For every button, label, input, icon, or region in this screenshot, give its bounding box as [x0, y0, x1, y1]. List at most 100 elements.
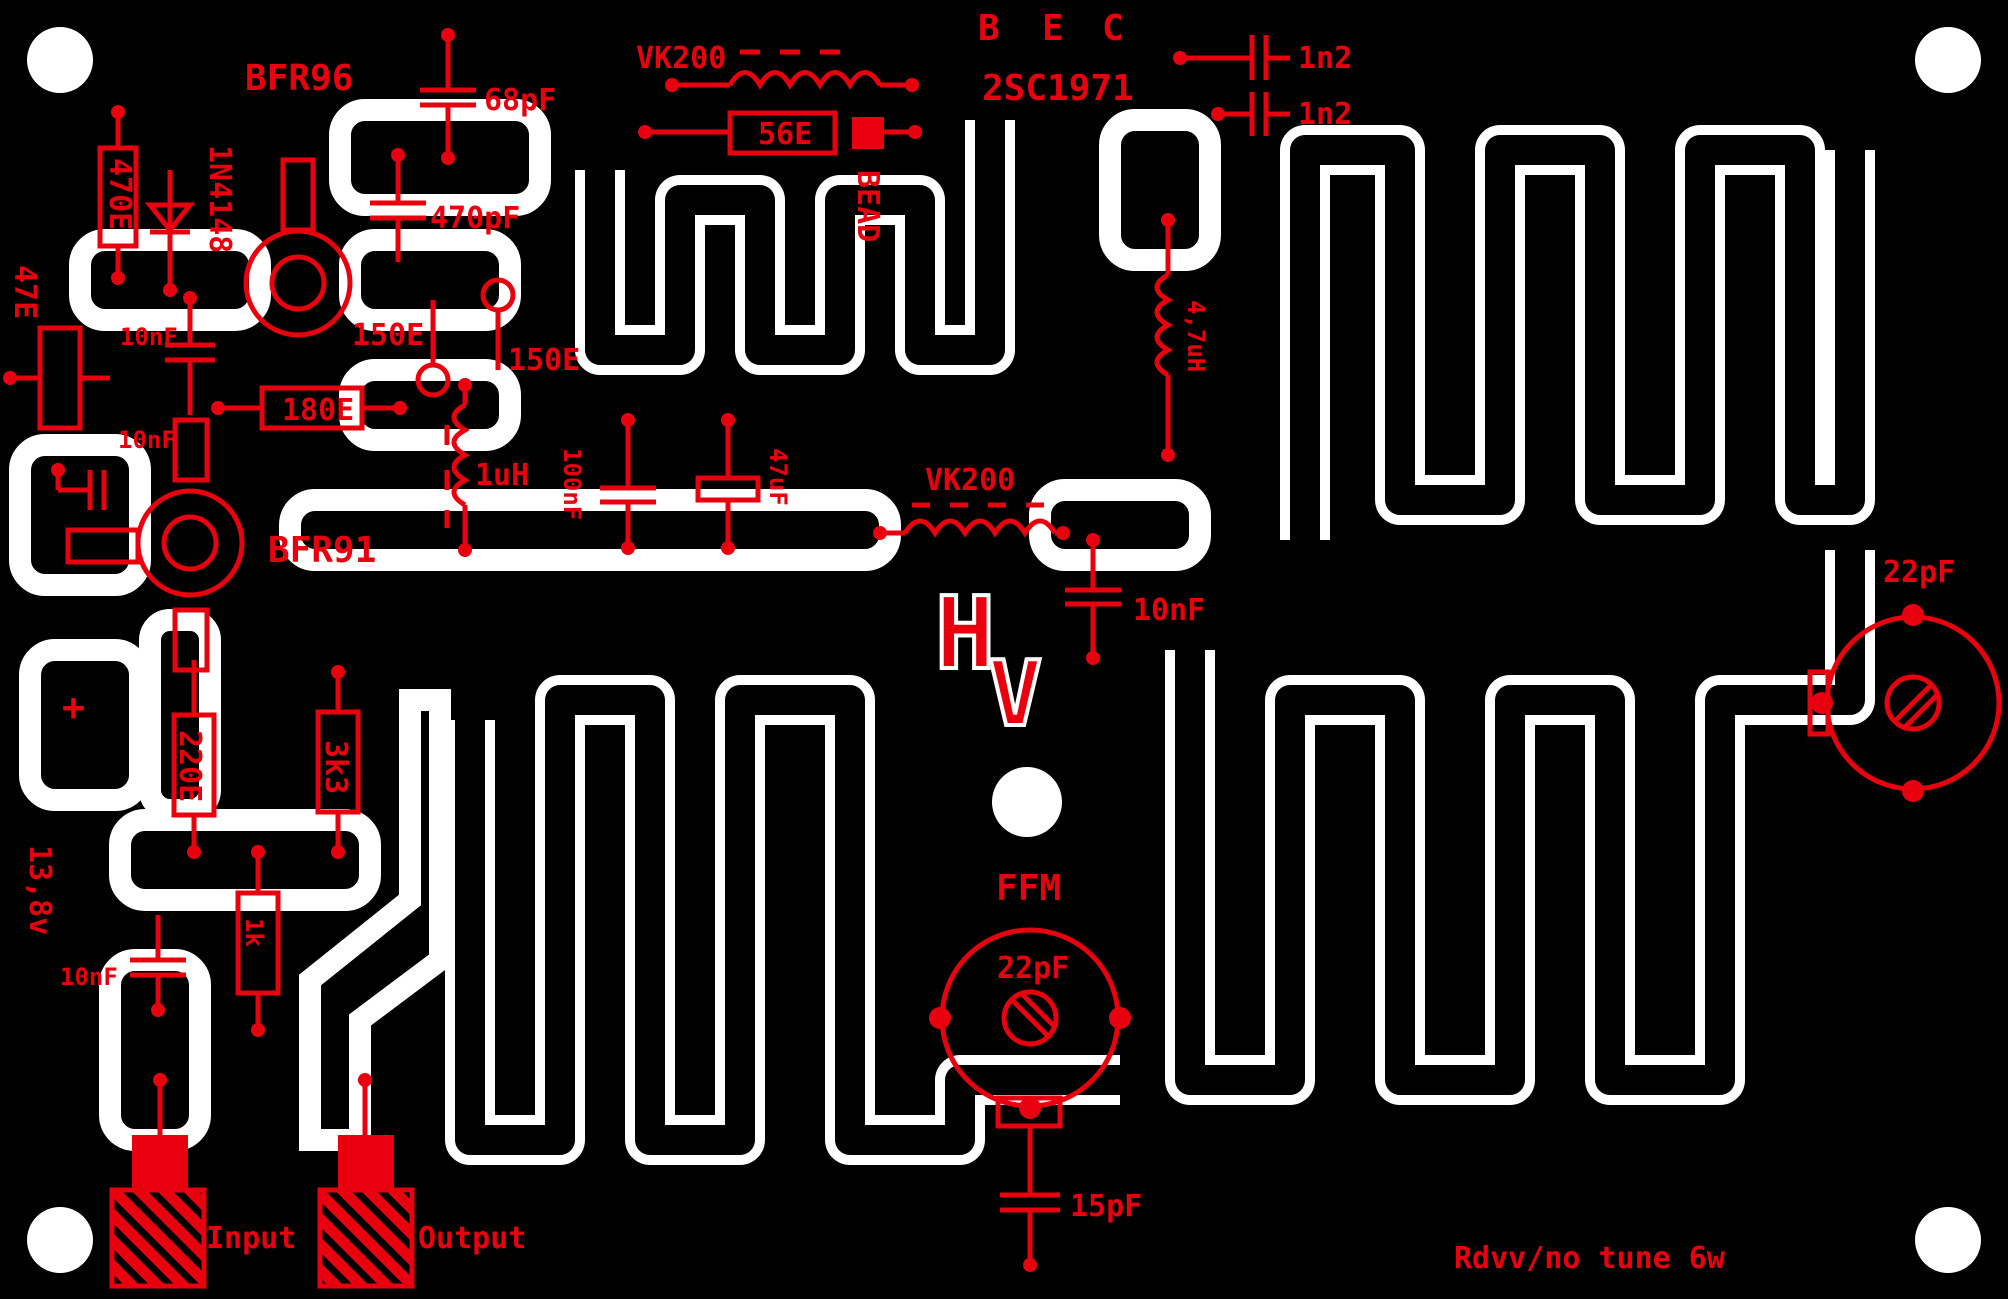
label-56e: 56E: [758, 117, 812, 152]
component-r47e: 47E: [3, 265, 110, 431]
serpentine-bottom-center-inner: [455, 685, 1120, 1155]
bfr96-center: [269, 254, 327, 312]
transistor-bfr91: BFR91: [65, 417, 376, 673]
label-22pf-center: 22pF: [997, 951, 1069, 986]
hv-letter-h: H: [935, 575, 995, 692]
transistor-bfr96: BFR96: [243, 58, 353, 338]
component-r470e: 470E: [97, 105, 139, 285]
component-r150e-b: 150E: [480, 277, 580, 378]
pin-e: E: [1042, 8, 1064, 49]
connector-input[interactable]: Input: [109, 1073, 296, 1289]
transistor-pin-labels: B E C 2SC1971: [978, 8, 1134, 109]
connector-output[interactable]: Output: [317, 1073, 526, 1289]
component-c10nf-d: 10nF: [60, 915, 186, 1017]
pin-c: C: [1102, 8, 1124, 49]
pin-b: B: [978, 8, 1000, 49]
component-c10nf-c: 10nF: [1065, 533, 1205, 665]
bfr91-center: [161, 514, 219, 572]
copper-island-10nf: [1029, 479, 1211, 571]
mounting-hole-top-left: [27, 27, 93, 93]
component-c470pf: 470pF: [370, 148, 520, 262]
label-input: Input: [206, 1221, 296, 1256]
label-1n4148: 1N4148: [202, 145, 237, 253]
mounting-holes: [27, 27, 1981, 1273]
label-credit: Rdvv/no tune 6w: [1454, 1241, 1726, 1276]
trimmer-cap-center: FFM 22pF: [929, 868, 1131, 1129]
bfr96-lead: [280, 157, 316, 233]
mounting-hole-top-right: [1915, 27, 1981, 93]
hv-letter-v: V: [988, 642, 1042, 747]
bfr91-lead-left: [65, 527, 141, 565]
component-c15pf: 15pF: [1000, 1125, 1142, 1272]
mounting-hole-bottom-left: [27, 1207, 93, 1273]
label-150e-a: 150E: [352, 318, 424, 353]
component-l47uh: 4,7uH: [1154, 213, 1210, 462]
label-bead: BEAD: [850, 170, 885, 242]
copper-island-left-2: [9, 434, 151, 596]
serpentine-right-bottom-inner: [1175, 550, 1865, 1095]
label-2sc1971: 2SC1971: [982, 68, 1134, 109]
component-r56e: 56E BEAD: [638, 110, 922, 242]
trimmer-cap-right: 22pF: [1807, 555, 2002, 802]
label-150e-b: 150E: [508, 343, 580, 378]
label-100nf: 100nF: [558, 448, 586, 520]
label-180e: 180E: [282, 393, 354, 428]
serpentine-right-top-inner: [1290, 135, 1865, 540]
label-plus: +: [62, 685, 85, 729]
label-10nf-b: 10nF: [118, 426, 176, 454]
label-470pf: 470pF: [430, 201, 520, 236]
component-d1n4148: 1N4148: [144, 145, 237, 297]
hv-logo: H V: [933, 573, 1044, 749]
component-c1n2-a: 1n2: [1173, 35, 1352, 80]
label-ffm: FFM: [996, 868, 1061, 909]
copper-bus-mid: [279, 489, 901, 571]
label-3k3: 3k3: [318, 740, 353, 794]
mounting-hole-bottom-right: [1915, 1207, 1981, 1273]
component-r3k3: 3k3: [315, 665, 361, 859]
component-c10nf-a: 10nF: [120, 291, 215, 415]
component-r150e-a: 150E: [352, 300, 451, 398]
component-vk200-mid: VK200: [873, 463, 1070, 540]
serpentine-top-center-inner: [585, 120, 1005, 365]
label-10nf-d: 10nF: [60, 963, 118, 991]
label-13-8v: 13,8v: [22, 845, 57, 935]
component-r1k: 1k: [235, 845, 281, 1037]
label-68pf: 68pF: [484, 83, 556, 118]
bead-pad: [852, 117, 884, 149]
component-c10nf-b: 10nF: [51, 426, 176, 510]
label-1n2-a: 1n2: [1298, 41, 1352, 76]
component-c100nf: 100nF: [558, 413, 656, 555]
component-r220e: 220E: [171, 660, 217, 859]
copper-layer: [9, 99, 1875, 1165]
component-vk200-top: VK200: [636, 41, 919, 92]
label-10nf-c: 10nF: [1133, 593, 1205, 628]
bfr91-lead-top: [172, 417, 210, 483]
label-bfr96: BFR96: [245, 58, 353, 99]
label-470e: 470E: [102, 158, 137, 230]
component-l1uh: 1uH: [444, 378, 529, 557]
label-47uf: 47uF: [764, 448, 792, 506]
copper-island-top-1: [329, 99, 551, 216]
label-22pf-right: 22pF: [1883, 555, 1955, 590]
label-47e: 47E: [7, 265, 42, 319]
label-1k: 1k: [240, 918, 268, 947]
label-output: Output: [418, 1221, 526, 1256]
label-bfr91: BFR91: [268, 530, 376, 571]
copper-island-mid-2: [339, 359, 521, 451]
mounting-hole-center: [992, 767, 1062, 837]
label-1uh: 1uH: [475, 458, 529, 493]
label-vk200-mid: VK200: [925, 463, 1015, 498]
label-15pf: 15pF: [1070, 1189, 1142, 1224]
component-r180e: 180E: [211, 385, 407, 431]
component-c68pf: 68pF: [420, 28, 556, 165]
label-1n2-b: 1n2: [1298, 97, 1352, 132]
copper-island-inductor: [1099, 109, 1221, 271]
component-c1n2-b: 1n2: [1211, 92, 1352, 136]
label-vk200-top: VK200: [636, 41, 726, 76]
component-c47uf: 47uF: [695, 413, 792, 555]
copper-island-bottom-left: [109, 809, 381, 911]
label-10nf-a: 10nF: [120, 323, 178, 351]
bfr91-lead-bottom: [172, 607, 210, 673]
label-47uh: 4,7uH: [1182, 300, 1210, 372]
